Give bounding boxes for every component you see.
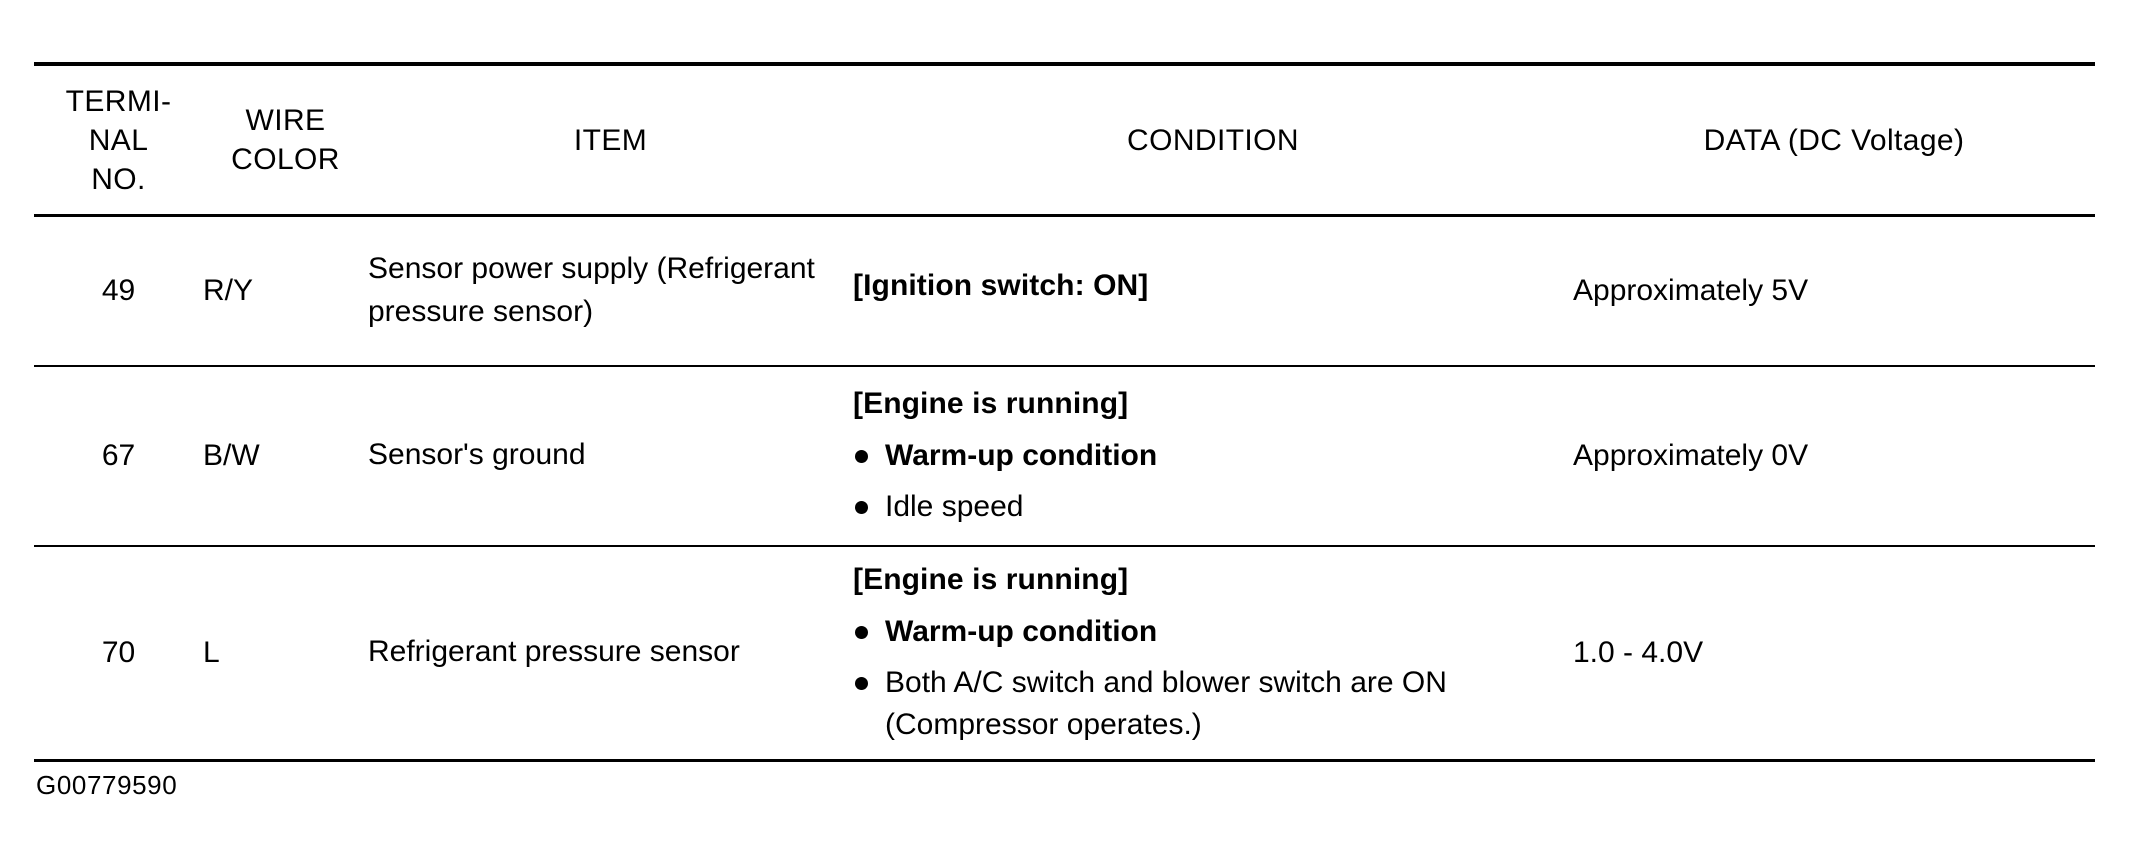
cell-wire-color: B/W [203,365,368,547]
condition-bullet-item: Warm-up condition [853,435,1573,477]
bullet-text: Idle speed [885,490,1024,523]
bullet-text-continuation: (Compressor operates.) [885,708,1202,742]
table-body: 49 R/Y Sensor power supply (Refrigerant … [34,215,2095,762]
header-line: NO. [91,162,146,196]
table-row: 49 R/Y Sensor power supply (Refrigerant … [34,215,2095,367]
column-header-wire-color: WIRE COLOR [203,62,368,217]
table-row: 67 B/W Sensor's ground [Engine is runnin… [34,365,2095,547]
header-line: ITEM [573,123,648,157]
condition-bullet-item: Both A/C switch and blower switch are ON… [853,662,1573,746]
condition-heading: [Engine is running] [853,387,1129,420]
condition-bullet-list: Warm-up condition Both A/C switch and bl… [853,611,1573,746]
bullet-text: Warm-up condition [885,439,1158,472]
column-header-condition: CONDITION [853,62,1573,217]
condition-bullet-item: Warm-up condition [853,611,1573,653]
cell-item: Sensor's ground [368,365,853,547]
header-line: DATA (DC Voltage) [1703,123,1965,157]
header-line: WIRE [245,104,326,137]
header-line: TERMI- [65,84,172,118]
column-header-terminal-no: TERMI- NAL NO. [34,62,203,217]
terminal-specification-table: TERMI- NAL NO. WIRE COLOR ITEM CONDITION… [34,62,2095,762]
figure-id-caption: G00779590 [36,770,178,800]
table-header: TERMI- NAL NO. WIRE COLOR ITEM CONDITION… [34,62,2095,217]
condition-heading: [Engine is running] [853,563,1129,597]
header-line: COLOR [231,143,340,176]
cell-terminal-no: 70 [34,545,203,762]
column-header-item: ITEM [368,62,853,217]
bullet-text: Warm-up condition [885,615,1158,649]
cell-terminal-no: 67 [34,365,203,547]
header-line: NAL [88,123,149,157]
cell-condition: [Ignition switch: ON] [853,215,1573,367]
cell-wire-color: L [203,545,368,762]
condition-bullet-list: Warm-up condition Idle speed [853,435,1573,528]
cell-condition: [Engine is running] Warm-up condition Id… [853,365,1573,547]
cell-terminal-no: 49 [34,215,203,367]
cell-data-voltage: Approximately 5V [1573,215,2095,367]
condition-bullet-item: Idle speed [853,486,1573,528]
cell-item: Refrigerant pressure sensor [368,545,853,762]
cell-item: Sensor power supply (Refrigerant pressur… [368,215,853,367]
cell-data-voltage: Approximately 0V [1573,365,2095,547]
column-header-data: DATA (DC Voltage) [1573,62,2095,217]
cell-wire-color: R/Y [203,215,368,367]
condition-heading: [Ignition switch: ON] [853,268,1149,302]
table-header-row: TERMI- NAL NO. WIRE COLOR ITEM CONDITION… [34,62,2095,217]
cell-data-voltage: 1.0 - 4.0V [1573,545,2095,762]
table-row: 70 L Refrigerant pressure sensor [Engine… [34,545,2095,762]
cell-condition: [Engine is running] Warm-up condition Bo… [853,545,1573,762]
header-line: CONDITION [1127,123,1299,157]
bullet-text: Both A/C switch and blower switch are ON [885,666,1447,700]
